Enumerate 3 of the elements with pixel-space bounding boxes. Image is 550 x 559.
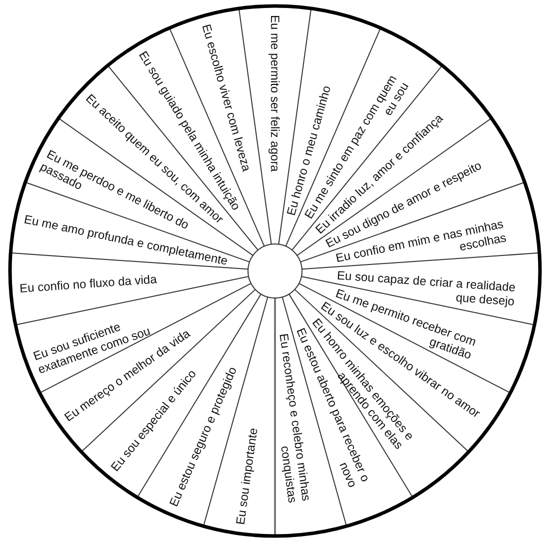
affirmation-text: Eu confio no fluxo da vida (19, 272, 158, 296)
affirmation-text: Eu me permito ser feliz agora (268, 15, 282, 172)
affirmation-text: Eu sou importante (233, 427, 260, 526)
